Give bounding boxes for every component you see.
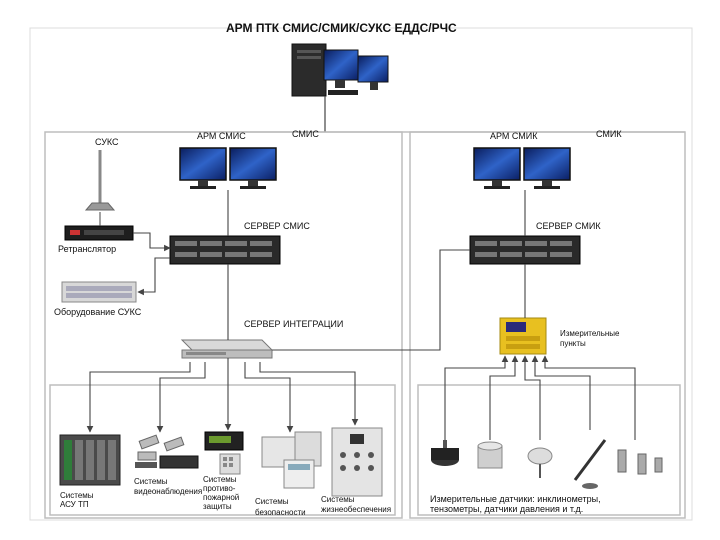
repeater-device-icon bbox=[64, 225, 134, 241]
server-smik-label: СЕРВЕР СМИК bbox=[536, 221, 601, 231]
sensors-box bbox=[417, 384, 681, 516]
fire-label-2: противо- bbox=[203, 484, 236, 493]
server-smis-icon bbox=[169, 235, 281, 265]
server-integration-label: СЕРВЕР ИНТЕГРАЦИИ bbox=[244, 319, 344, 329]
measure-points-label-2: пункты bbox=[560, 339, 586, 348]
subsystems-box bbox=[49, 384, 396, 516]
fire-label-4: защиты bbox=[203, 502, 232, 511]
smik-label: СМИК bbox=[596, 129, 622, 139]
asu-tp-icon bbox=[59, 434, 121, 486]
arm-smis-label: АРМ СМИС bbox=[197, 131, 246, 141]
fire-panel-icon bbox=[204, 431, 244, 475]
video-label-2: видеонаблюдения bbox=[134, 487, 203, 496]
server-smis-label: СЕРВЕР СМИС bbox=[244, 221, 310, 231]
repeater-antenna-icon bbox=[84, 150, 116, 211]
outer-frame bbox=[29, 27, 693, 521]
sensors-label-2: тензометры, датчики давления и т.д. bbox=[430, 504, 584, 514]
video-cameras-icon bbox=[135, 434, 199, 469]
suks-label: СУКС bbox=[95, 137, 119, 147]
life-label-1: Системы bbox=[321, 495, 355, 504]
video-label-1: Системы bbox=[134, 477, 168, 486]
security-label-1: Системы bbox=[255, 497, 289, 506]
security-panels-icon bbox=[261, 431, 322, 489]
pressure-sensor-icon bbox=[527, 447, 553, 478]
connections bbox=[86, 190, 636, 440]
tensometer-icon bbox=[477, 441, 503, 469]
sensors-label-1: Измерительные датчики: инклинометры, bbox=[430, 494, 601, 504]
life-support-cabinet-icon bbox=[331, 427, 383, 497]
asu-tp-label-1: Системы bbox=[60, 491, 94, 500]
smis-label: СМИС bbox=[292, 129, 319, 139]
suks-equipment-label: Оборудование СУКС bbox=[54, 307, 142, 317]
inclinometer-icon bbox=[431, 440, 459, 466]
server-smik-icon bbox=[469, 235, 581, 265]
security-label-2: безопасности bbox=[255, 508, 306, 517]
top-workstation-icon bbox=[291, 43, 389, 97]
arm-smis-monitors-icon bbox=[179, 147, 277, 189]
measurement-point-icon bbox=[499, 317, 547, 355]
arm-smik-monitors-icon bbox=[473, 147, 571, 189]
life-label-2: жизнеобеспечения bbox=[321, 505, 392, 514]
server-integration-icon bbox=[180, 339, 274, 359]
page-title: АРМ ПТК СМИС/СМИК/СУКС ЕДДС/РЧС bbox=[226, 21, 457, 35]
arm-smik-label: АРМ СМИК bbox=[490, 131, 538, 141]
rod-sensor-icon bbox=[573, 439, 607, 489]
fire-label-1: Системы bbox=[203, 475, 237, 484]
fire-label-3: пожарной bbox=[203, 493, 240, 502]
probe-sensors-icon bbox=[617, 449, 663, 475]
asu-tp-label-2: АСУ ТП bbox=[60, 500, 89, 509]
measure-points-label-1: Измерительные bbox=[560, 329, 620, 338]
repeater-label: Ретранслятор bbox=[58, 244, 117, 254]
suks-equipment-icon bbox=[61, 281, 137, 303]
